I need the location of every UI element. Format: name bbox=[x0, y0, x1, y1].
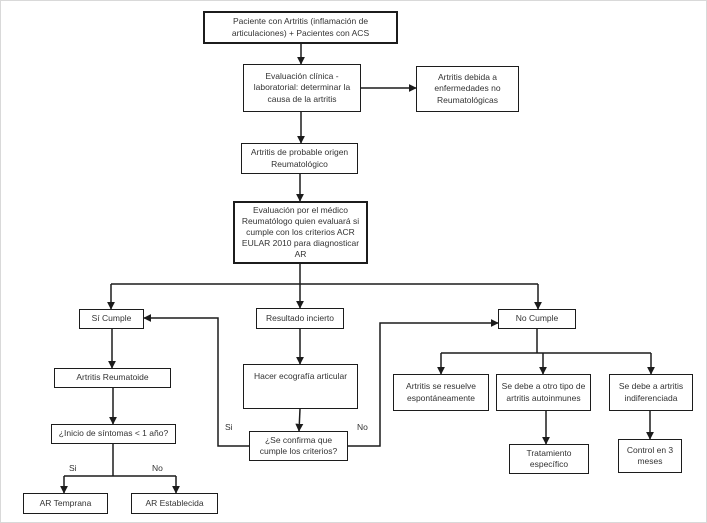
node-probable-origen-reumatologico: Artritis de probable origen Reumatológic… bbox=[241, 143, 358, 174]
node-tratamiento-especifico: Tratamiento específico bbox=[509, 444, 589, 474]
edge-confirma-no-to-nocumple bbox=[348, 319, 499, 447]
edge-label-inicio-no: No bbox=[151, 463, 164, 473]
node-ar-temprana: AR Temprana bbox=[23, 493, 108, 514]
node-no-cumple: No Cumple bbox=[498, 309, 576, 329]
node-confirma-criterios: ¿Se confirma que cumple los criterios? bbox=[249, 431, 348, 461]
node-resultado-incierto: Resultado incierto bbox=[256, 308, 344, 329]
node-artritis-reumatoide: Artritis Reumatoide bbox=[54, 368, 171, 388]
edge-confirma-si-to-sicumple bbox=[143, 314, 249, 447]
node-artritis-no-reumatologica: Artritis debida a enfermedades no Reumat… bbox=[416, 66, 519, 112]
node-inicio-sintomas: ¿Inicio de síntomas < 1 año? bbox=[51, 424, 176, 444]
node-evaluacion-reumatologo: Evaluación por el médico Reumatólogo qui… bbox=[233, 201, 368, 264]
node-artritis-indiferenciada: Se debe a artritis indiferenciada bbox=[609, 374, 693, 411]
node-paciente-con-artritis: Paciente con Artritis (inflamación de ar… bbox=[203, 11, 398, 44]
node-si-cumple: Sí Cumple bbox=[79, 309, 144, 329]
edge-label-confirma-si: Si bbox=[224, 422, 234, 432]
edge-nocumple-branch bbox=[437, 329, 655, 375]
node-otro-tipo-autoinmune: Se debe a otro tipo de artritis autoinmu… bbox=[496, 374, 591, 411]
edge-ecografia-to-confirma bbox=[295, 408, 304, 432]
edge-rheumeval-branch bbox=[107, 264, 542, 310]
node-ecografia-articular: Hacer ecografía articular bbox=[243, 364, 358, 409]
edge-label-confirma-no: No bbox=[356, 422, 369, 432]
node-control-3-meses: Control en 3 meses bbox=[618, 439, 682, 473]
node-evaluacion-clinica: Evaluación clínica - laboratorial: deter… bbox=[243, 64, 361, 112]
edge-label-inicio-si: Si bbox=[68, 463, 78, 473]
node-resuelve-espontaneamente: Artritis se resuelve espontáneamente bbox=[393, 374, 489, 411]
node-ar-establecida: AR Establecida bbox=[131, 493, 218, 514]
edge-inicio-branch bbox=[60, 444, 180, 494]
